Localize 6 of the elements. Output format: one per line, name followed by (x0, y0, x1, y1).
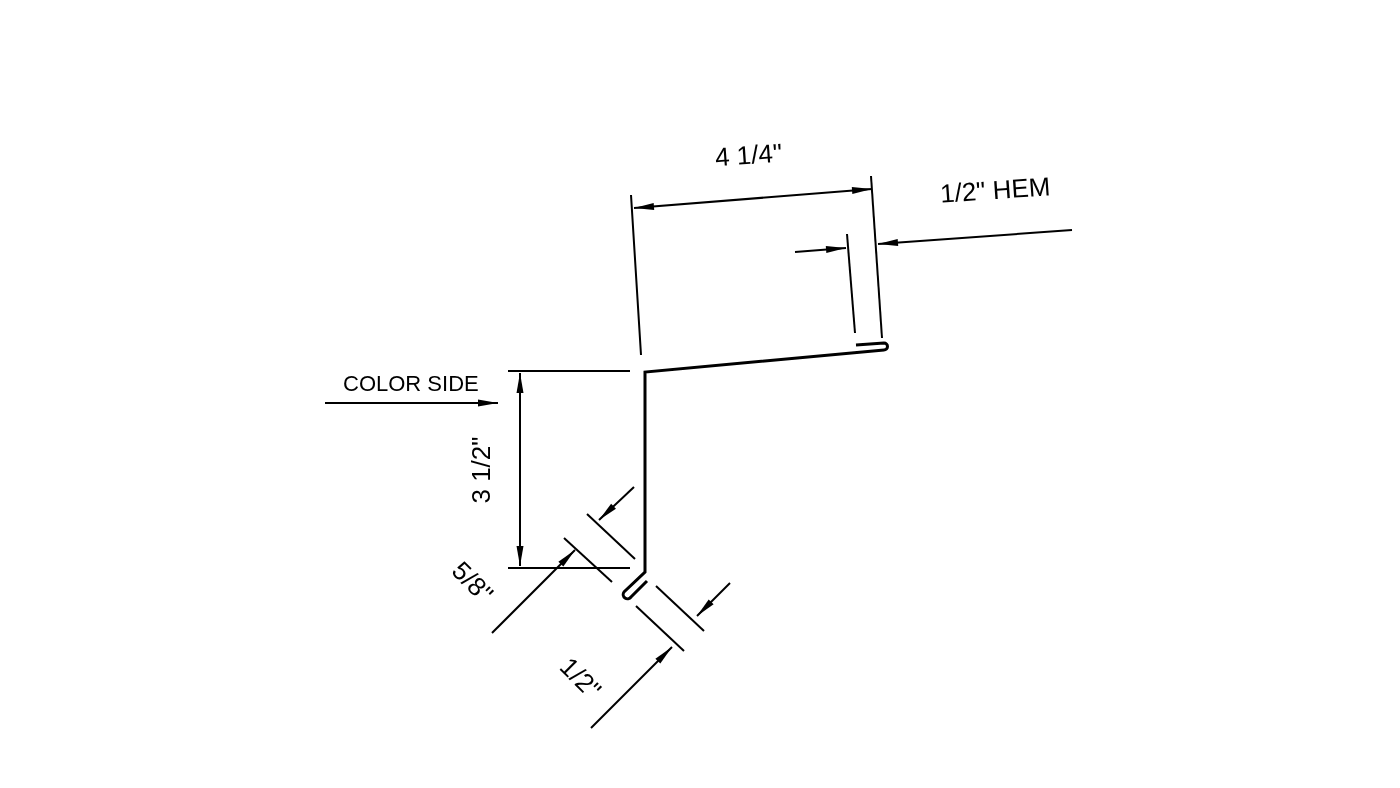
dimension-label: 5/8" (446, 556, 498, 608)
dimension-label: 4 1/4" (713, 139, 783, 171)
dimension-label: 1/2" HEM (939, 173, 1052, 207)
dimension-label: 3 1/2" (467, 436, 494, 504)
dimension-label: 1/2" (554, 652, 606, 704)
dimension-label: COLOR SIDE (343, 373, 479, 395)
